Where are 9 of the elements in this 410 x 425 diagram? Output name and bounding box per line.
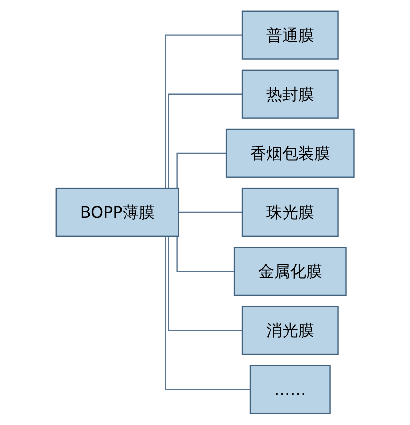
node-box: 香烟包装膜 <box>226 128 355 178</box>
node-box: …… <box>250 365 331 414</box>
connector <box>178 212 242 214</box>
node-box: 热封膜 <box>242 70 339 119</box>
node-box: 金属化膜 <box>234 247 347 296</box>
node-box: 珠光膜 <box>242 188 339 238</box>
node-box: BOPP薄膜 <box>55 188 179 238</box>
node-box: 消光膜 <box>242 306 339 356</box>
node-box: 普通膜 <box>242 10 339 60</box>
